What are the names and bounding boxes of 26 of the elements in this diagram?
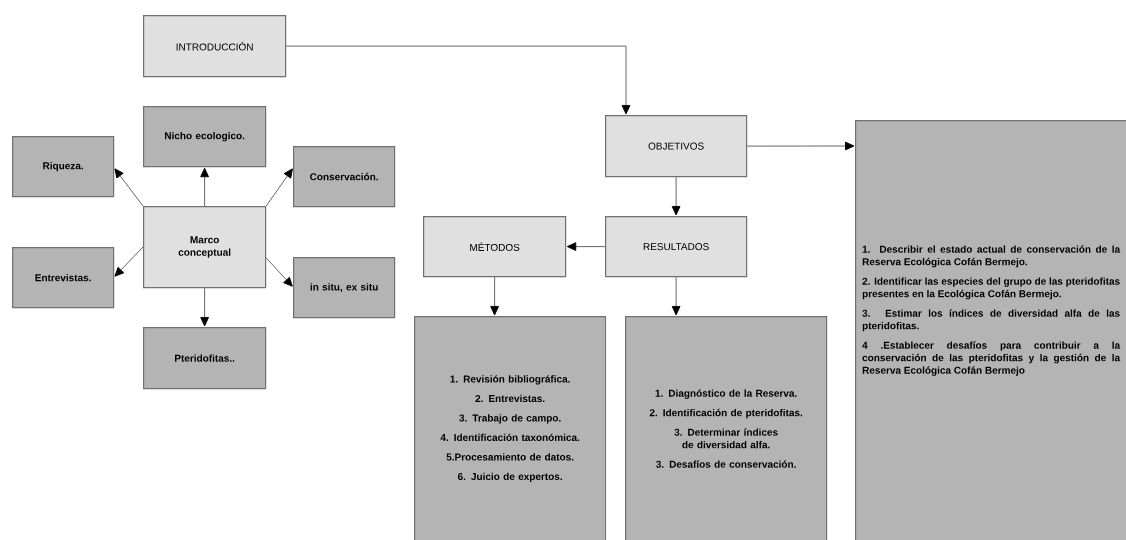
arrow	[265, 168, 293, 207]
arrow	[114, 246, 144, 277]
concept-box: Conservación.	[293, 146, 396, 208]
arrow	[285, 45, 631, 115]
arrow	[671, 176, 681, 216]
list-box: 1. Diagnóstico de la Reserva. 2. Identificación de pteridofitas. 3. Determinar índices de diversidad alfa. 3. Desafíos de conservación.	[625, 316, 828, 540]
concept-box: Pteridofitas..	[143, 327, 267, 390]
list-box: 1. Describir el estado actual de conservación de la Reserva Ecológica Cofán Bermejo. 2. Identificar las especies del grupo de las pteridofitas presentes en la Ecológica Cofán Bermejo. 3. Estimar los índices de diversidad alfa de las pteridofitas. 4 .Establecer desafíos para contribuir a la conservación de las pteridofitas y la gestión de la Reserva Ecológica Cofán Bermejo	[855, 120, 1126, 540]
concept-box: in situ, ex situ	[293, 257, 396, 319]
arrow	[265, 257, 293, 287]
section-box: INTRODUCCIÓN	[143, 15, 287, 78]
section-box: Marco conceptual	[143, 206, 267, 289]
concept-box: Riqueza.	[12, 136, 115, 198]
section-box: OBJETIVOS	[605, 115, 748, 178]
arrow	[746, 141, 855, 151]
arrow	[671, 276, 681, 316]
arrow	[200, 167, 209, 207]
section-box: RESULTADOS	[605, 216, 748, 278]
concept-box: Nicho ecologico.	[143, 106, 267, 168]
arrow	[200, 287, 209, 327]
list-box: 1. Revisión bibliográfica. 2. Entrevistas. 3. Trabajo de campo. 4. Identificación taxonómica. 5.Procesamiento de datos. 6. Juicio de expertos.	[414, 316, 607, 540]
concept-box: Entrevistas.	[12, 247, 115, 309]
section-box: MÉTODOS	[423, 216, 567, 278]
arrow	[490, 276, 499, 316]
arrow	[114, 168, 144, 207]
arrow	[566, 242, 606, 251]
